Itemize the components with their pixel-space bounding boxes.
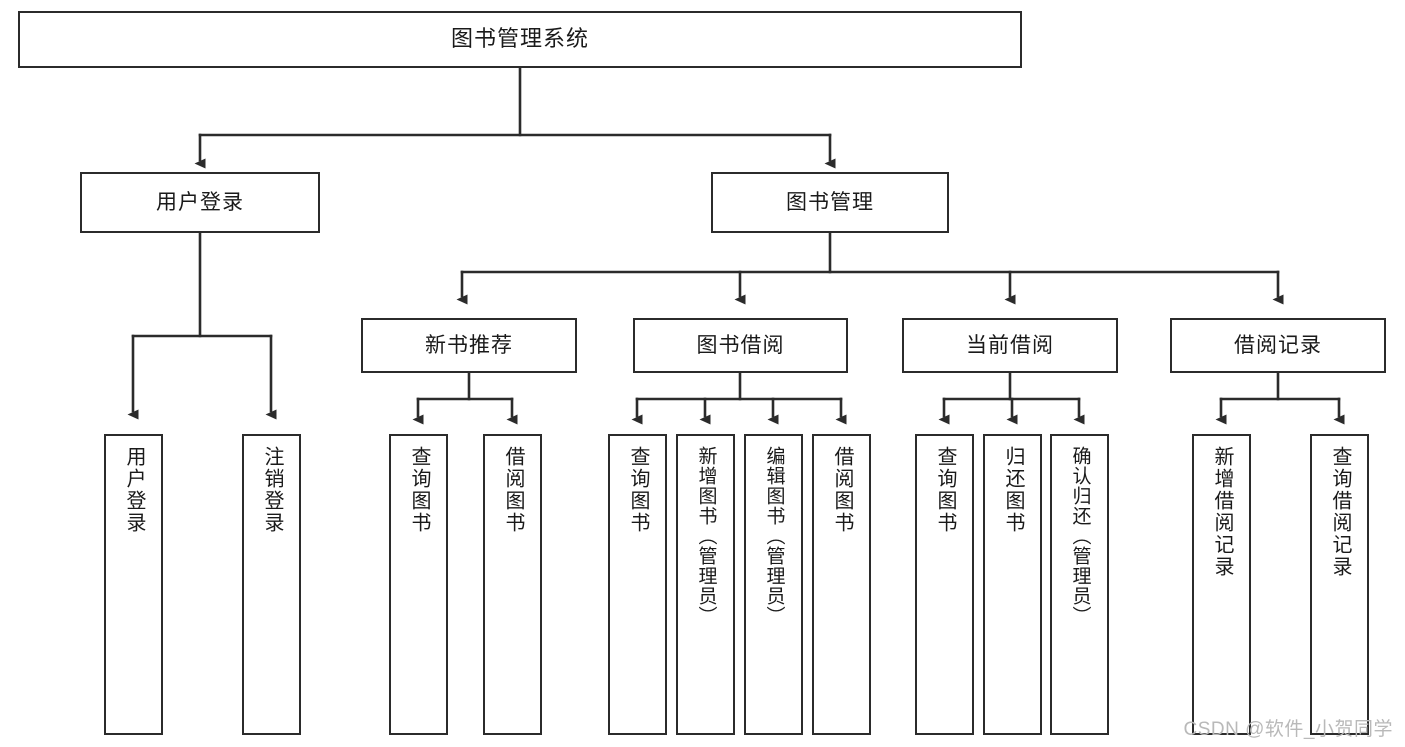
node-label: 新书推荐 bbox=[425, 333, 513, 357]
leaf-query-book-recommend[interactable]: 查询图书 bbox=[389, 434, 448, 735]
node-label: 注销登录 bbox=[261, 446, 283, 534]
node-root-system[interactable]: 图书管理系统 bbox=[18, 11, 1022, 68]
leaf-add-borrow-record[interactable]: 新增借阅记录 bbox=[1192, 434, 1251, 735]
node-label: 用户登录 bbox=[156, 190, 244, 214]
leaf-logout[interactable]: 注销登录 bbox=[242, 434, 301, 735]
leaf-confirm-return-admin[interactable]: 确认归还（管理员） bbox=[1050, 434, 1109, 735]
node-current-borrow[interactable]: 当前借阅 bbox=[902, 318, 1118, 373]
leaf-add-book-admin[interactable]: 新增图书（管理员） bbox=[676, 434, 735, 735]
node-label: 图书借阅 bbox=[696, 333, 785, 357]
leaf-query-book-current[interactable]: 查询图书 bbox=[915, 434, 974, 735]
node-label: 新增借阅记录 bbox=[1211, 446, 1233, 578]
node-label: 查询图书 bbox=[627, 446, 649, 534]
node-label: 当前借阅 bbox=[966, 333, 1054, 357]
node-label: 图书管理 bbox=[786, 190, 874, 214]
node-new-book-recommend[interactable]: 新书推荐 bbox=[361, 318, 577, 373]
leaf-borrow-book[interactable]: 借阅图书 bbox=[812, 434, 871, 735]
node-label: 借阅图书 bbox=[502, 446, 524, 534]
node-user-login[interactable]: 用户登录 bbox=[80, 172, 320, 233]
leaf-user-login[interactable]: 用户登录 bbox=[104, 434, 163, 735]
node-label: 新增图书（管理员） bbox=[695, 446, 717, 626]
node-label: 用户登录 bbox=[123, 446, 145, 534]
node-book-management[interactable]: 图书管理 bbox=[711, 172, 949, 233]
leaf-query-borrow-record[interactable]: 查询借阅记录 bbox=[1310, 434, 1369, 735]
leaf-edit-book-admin[interactable]: 编辑图书（管理员） bbox=[744, 434, 803, 735]
node-label: 借阅图书 bbox=[831, 446, 853, 534]
node-label: 借阅记录 bbox=[1234, 333, 1322, 357]
node-label: 确认归还（管理员） bbox=[1069, 446, 1091, 626]
leaf-borrow-book-recommend[interactable]: 借阅图书 bbox=[483, 434, 542, 735]
leaf-return-book[interactable]: 归还图书 bbox=[983, 434, 1042, 735]
node-label: 查询图书 bbox=[408, 446, 430, 534]
node-label: 图书管理系统 bbox=[450, 26, 589, 52]
node-label: 查询借阅记录 bbox=[1329, 446, 1351, 578]
node-label: 编辑图书（管理员） bbox=[763, 446, 785, 626]
node-label: 查询图书 bbox=[934, 446, 956, 534]
node-book-borrow[interactable]: 图书借阅 bbox=[633, 318, 848, 373]
node-label: 归还图书 bbox=[1002, 446, 1024, 534]
node-borrow-record[interactable]: 借阅记录 bbox=[1170, 318, 1386, 373]
leaf-query-book[interactable]: 查询图书 bbox=[608, 434, 667, 735]
